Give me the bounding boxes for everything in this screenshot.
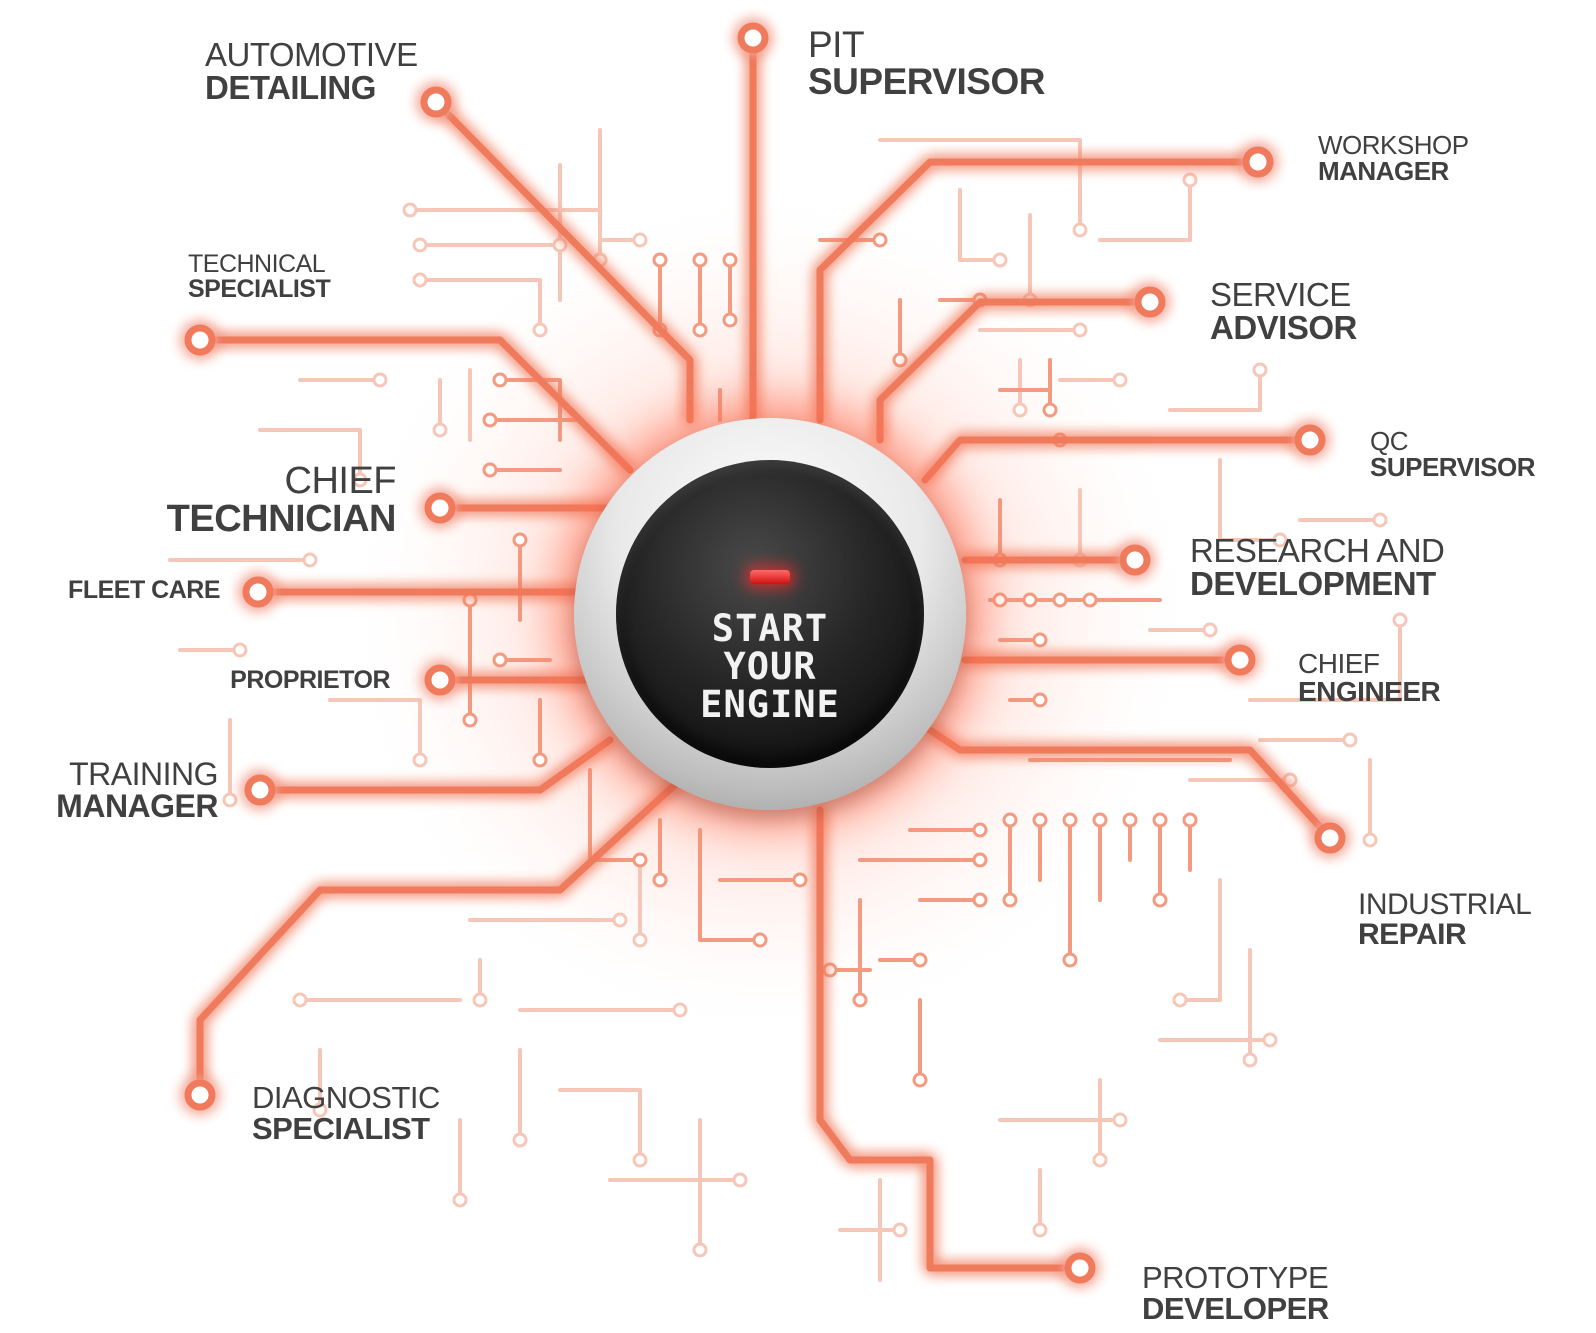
trace-automotive-detailing: [432, 98, 694, 424]
label-line2: SUPERVISOR: [1370, 452, 1536, 482]
label-line1: CHIEF: [284, 460, 397, 502]
label-line1: TECHNICAL: [188, 250, 326, 278]
main-traces: [196, 34, 1334, 1272]
label-line1: RESEARCH AND: [1190, 532, 1445, 569]
faint-pads: [222, 172, 1408, 1258]
label-line2: REPAIR: [1358, 918, 1467, 951]
start-engine-button[interactable]: START YOUR ENGINE: [574, 418, 966, 810]
label-prototype-developer[interactable]: PROTOTYPE DEVELOPER: [1142, 1262, 1329, 1324]
label-qc-supervisor[interactable]: QC SUPERVISOR: [1370, 426, 1536, 482]
label-line1: WORKSHOP: [1318, 130, 1469, 160]
label-line2: MANAGER: [1318, 156, 1449, 186]
label-line1: SERVICE: [1210, 276, 1351, 313]
button-label-line2: YOUR: [723, 645, 817, 688]
trace-qc-supervisor: [921, 436, 1314, 484]
label-line2: TECHNICIAN: [166, 498, 397, 540]
trace-workshop-manager: [816, 158, 1262, 424]
label-line1: DIAGNOSTIC: [252, 1080, 440, 1115]
label-line1: AUTOMOTIVE: [205, 36, 418, 73]
label-pit-supervisor[interactable]: PIT SUPERVISOR: [808, 26, 1045, 100]
pad-technical-specialist: [184, 324, 216, 356]
label-line1: QC: [1370, 426, 1409, 456]
button-label: START YOUR ENGINE: [616, 610, 924, 724]
pad-automotive-detailing: [420, 86, 452, 118]
label-line2: SUPERVISOR: [808, 61, 1045, 102]
label-line1: TRAINING: [69, 756, 218, 792]
pad-pit-supervisor: [737, 22, 769, 54]
trace-service-advisor: [876, 298, 1154, 444]
button-label-line1: START: [711, 607, 829, 650]
label-research-and-development[interactable]: RESEARCH AND DEVELOPMENT: [1190, 532, 1445, 602]
pad-service-advisor: [1134, 286, 1166, 318]
pad-research-and-development: [1119, 544, 1151, 576]
label-line2: SPECIALIST: [252, 1111, 430, 1146]
pad-diagnostic-specialist: [184, 1079, 216, 1111]
trace-technical-specialist: [196, 336, 634, 474]
pad-workshop-manager: [1242, 146, 1274, 178]
label-technical-specialist[interactable]: TECHNICAL SPECIALIST: [188, 250, 331, 303]
pad-chief-technician: [424, 492, 456, 524]
label-line1: CHIEF: [1298, 648, 1380, 679]
trace-diagnostic-specialist: [196, 776, 684, 1099]
label-fleet-care[interactable]: FLEET CARE: [60, 578, 220, 603]
label-diagnostic-specialist[interactable]: DIAGNOSTIC SPECIALIST: [252, 1082, 440, 1144]
button-face[interactable]: START YOUR ENGINE: [616, 460, 924, 768]
pad-proprietor: [424, 664, 456, 696]
pad-qc-supervisor: [1294, 424, 1326, 456]
label-chief-engineer[interactable]: CHIEF ENGINEER: [1298, 648, 1441, 707]
label-line2: DEVELOPMENT: [1190, 565, 1436, 602]
label-line2: ADVISOR: [1210, 309, 1357, 346]
label-line2: SPECIALIST: [188, 275, 331, 303]
trace-industrial-repair: [926, 726, 1334, 842]
indicator-light-icon: [750, 570, 790, 584]
trace-training-manager: [256, 736, 614, 794]
pad-industrial-repair: [1314, 822, 1346, 854]
pad-training-manager: [244, 774, 276, 806]
label-line1: INDUSTRIAL: [1358, 888, 1532, 921]
label-automotive-detailing[interactable]: AUTOMOTIVE DETAILING: [205, 38, 418, 104]
pad-prototype-developer: [1064, 1252, 1096, 1284]
label-chief-technician[interactable]: CHIEF TECHNICIAN: [140, 460, 397, 540]
pad-fleet-care: [242, 576, 274, 608]
label-line1: PROTOTYPE: [1142, 1260, 1329, 1295]
label-line1: PIT: [808, 24, 865, 65]
pad-chief-engineer: [1224, 644, 1256, 676]
label-workshop-manager[interactable]: WORKSHOP MANAGER: [1318, 132, 1469, 184]
label-line2: PROPRIETOR: [230, 666, 390, 694]
label-line2: ENGINEER: [1298, 676, 1441, 707]
label-line2: DEVELOPER: [1142, 1291, 1329, 1326]
label-line2: MANAGER: [56, 788, 218, 824]
trace-prototype-developer: [816, 806, 1084, 1272]
button-label-line3: ENGINE: [700, 683, 840, 726]
mid-pads: [462, 232, 1198, 1088]
label-line2: DETAILING: [205, 69, 376, 106]
main-pads: [184, 22, 1346, 1284]
label-service-advisor[interactable]: SERVICE ADVISOR: [1210, 278, 1357, 344]
label-proprietor[interactable]: PROPRIETOR: [200, 668, 390, 693]
label-training-manager[interactable]: TRAINING MANAGER: [30, 758, 218, 822]
label-line2: FLEET CARE: [68, 576, 220, 604]
label-industrial-repair[interactable]: INDUSTRIAL REPAIR: [1358, 888, 1532, 951]
